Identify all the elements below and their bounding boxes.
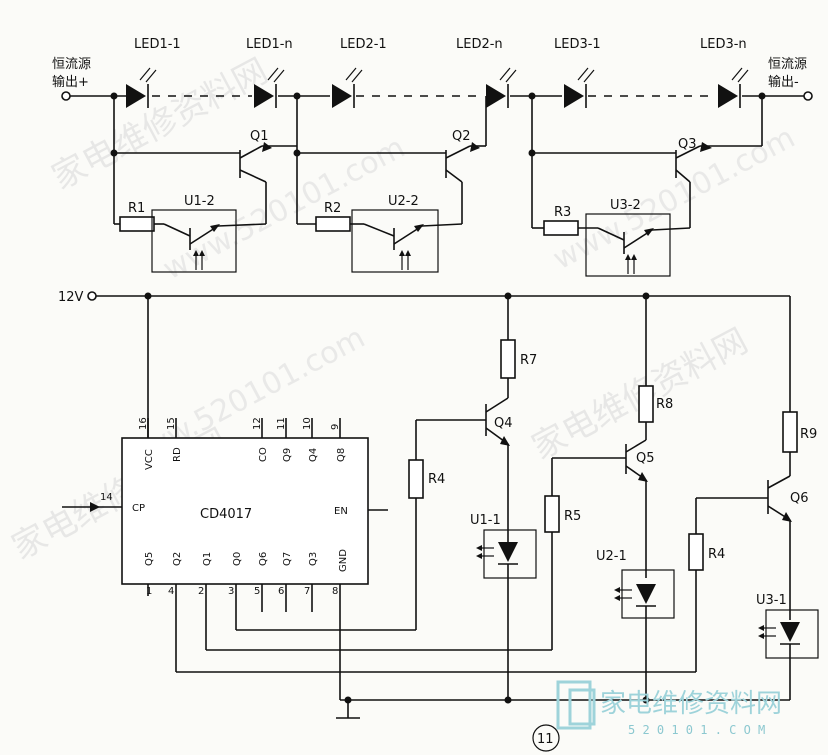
label-in-line2: 输出+ [52,74,89,90]
label-in-line1: 恒流源 [52,57,91,72]
u1-2-label: U1-2 [184,194,215,209]
svg-text:R4: R4 [428,472,445,487]
led-label: LED1-n [246,37,293,52]
svg-text:R8: R8 [656,397,673,412]
ic-cd4017: CD4017 16 VCC 15 RD 12 CO 11 Q9 10 Q4 9 … [62,417,388,700]
svg-text:8: 8 [332,586,338,597]
svg-text:CP: CP [132,503,145,514]
svg-text:4: 4 [168,586,174,597]
svg-text:11: 11 [537,732,554,747]
driver-q6: R9 R4 Q6 U3-1 [688,411,819,700]
svg-text:U1-1: U1-1 [470,513,501,528]
svg-text:R7: R7 [520,353,537,368]
terminal-in-plus [61,91,71,101]
bypass-section-3: Q3 R3 U3-2 [528,96,763,277]
svg-text:Q0: Q0 [232,552,243,566]
supply-label: 12V [58,290,84,305]
svg-text:12: 12 [252,417,263,430]
svg-text:15: 15 [166,417,177,430]
svg-text:9: 9 [330,424,341,430]
led-label: LED2-1 [340,37,387,52]
led-1-1: LED1-1 [126,37,181,108]
led-3-1: LED3-1 [554,37,601,108]
ground-bus [336,696,790,719]
svg-text:5: 5 [254,586,260,597]
svg-text:R4: R4 [708,547,725,562]
svg-text:Q6: Q6 [790,491,809,506]
ic-name: CD4017 [200,507,252,522]
svg-text:Q4: Q4 [308,448,319,462]
driver-q4: R7 R4 Q4 U1-1 [408,296,537,700]
opto-u2-2 [351,209,439,273]
r3-label: R3 [554,205,571,220]
svg-text:Q7: Q7 [282,552,293,566]
svg-text:Q4: Q4 [494,416,513,431]
led-3-n: LED3-n [700,37,749,108]
bypass-section-1: Q1 R1 U1-2 [110,96,298,273]
led-label: LED1-1 [134,37,181,52]
terminal-12v [87,291,97,301]
svg-text:2: 2 [198,586,204,597]
led-1-n: LED1-n [246,37,293,108]
svg-text:16: 16 [138,417,149,430]
svg-text:Q8: Q8 [336,448,347,462]
svg-text:11: 11 [276,417,287,430]
svg-text:GND: GND [338,549,349,572]
svg-text:Q5: Q5 [636,451,655,466]
svg-text:14: 14 [100,492,113,503]
svg-text:VCC: VCC [144,449,155,470]
bypass-section-2: Q2 R2 U2-2 [293,96,487,273]
watermark-url: www.520101.com [547,120,801,277]
q2-label: Q2 [452,129,471,144]
svg-text:R9: R9 [800,427,817,442]
site-logo: 家电维修资料网 5 2 0 1 0 1 . C O M [556,680,782,737]
ic-output-wiring [175,498,697,673]
svg-text:7: 7 [304,586,310,597]
svg-text:Q2: Q2 [172,552,183,566]
svg-text:Q3: Q3 [308,552,319,566]
led-2-n: LED2-n [456,37,517,108]
led-label: LED2-n [456,37,503,52]
svg-text:U2-1: U2-1 [596,549,627,564]
svg-text:Q9: Q9 [282,448,293,462]
svg-text:Q1: Q1 [202,552,213,566]
r1-label: R1 [128,201,145,216]
svg-text:3: 3 [228,586,234,597]
svg-text:6: 6 [278,586,284,597]
svg-text:RD: RD [172,447,183,462]
figure-number: 11 [532,724,560,752]
svg-text:1: 1 [146,586,152,597]
label-out-line2: 输出- [768,74,799,90]
svg-text:EN: EN [334,506,348,517]
led-label: LED3-1 [554,37,601,52]
svg-text:10: 10 [302,417,313,430]
svg-text:Q5: Q5 [144,552,155,566]
u3-2-label: U3-2 [610,198,641,213]
q3-label: Q3 [678,137,697,152]
r2-label: R2 [324,201,341,216]
label-out-line1: 恒流源 [768,57,807,72]
led-label: LED3-n [700,37,747,52]
q1-label: Q1 [250,129,269,144]
led-2-1: LED2-1 [332,37,387,108]
opto-u1-2 [151,209,237,273]
terminal-out-minus [803,91,813,101]
svg-text:Q6: Q6 [258,552,269,566]
svg-text:CO: CO [258,447,269,462]
logo-text: 家电维修资料网 [600,689,782,719]
supply-rail: 12V [58,290,791,440]
u2-2-label: U2-2 [388,194,419,209]
svg-text:U3-1: U3-1 [756,593,787,608]
opto-u3-2 [585,213,671,277]
logo-url: 5 2 0 1 0 1 . C O M [628,723,765,737]
driver-q5: R8 R5 Q5 U2-1 [544,296,675,700]
svg-text:R5: R5 [564,509,581,524]
led-string: 恒流源 输出+ 恒流源 输出- LED1-1 LED1-n LED2-1 [52,37,813,108]
